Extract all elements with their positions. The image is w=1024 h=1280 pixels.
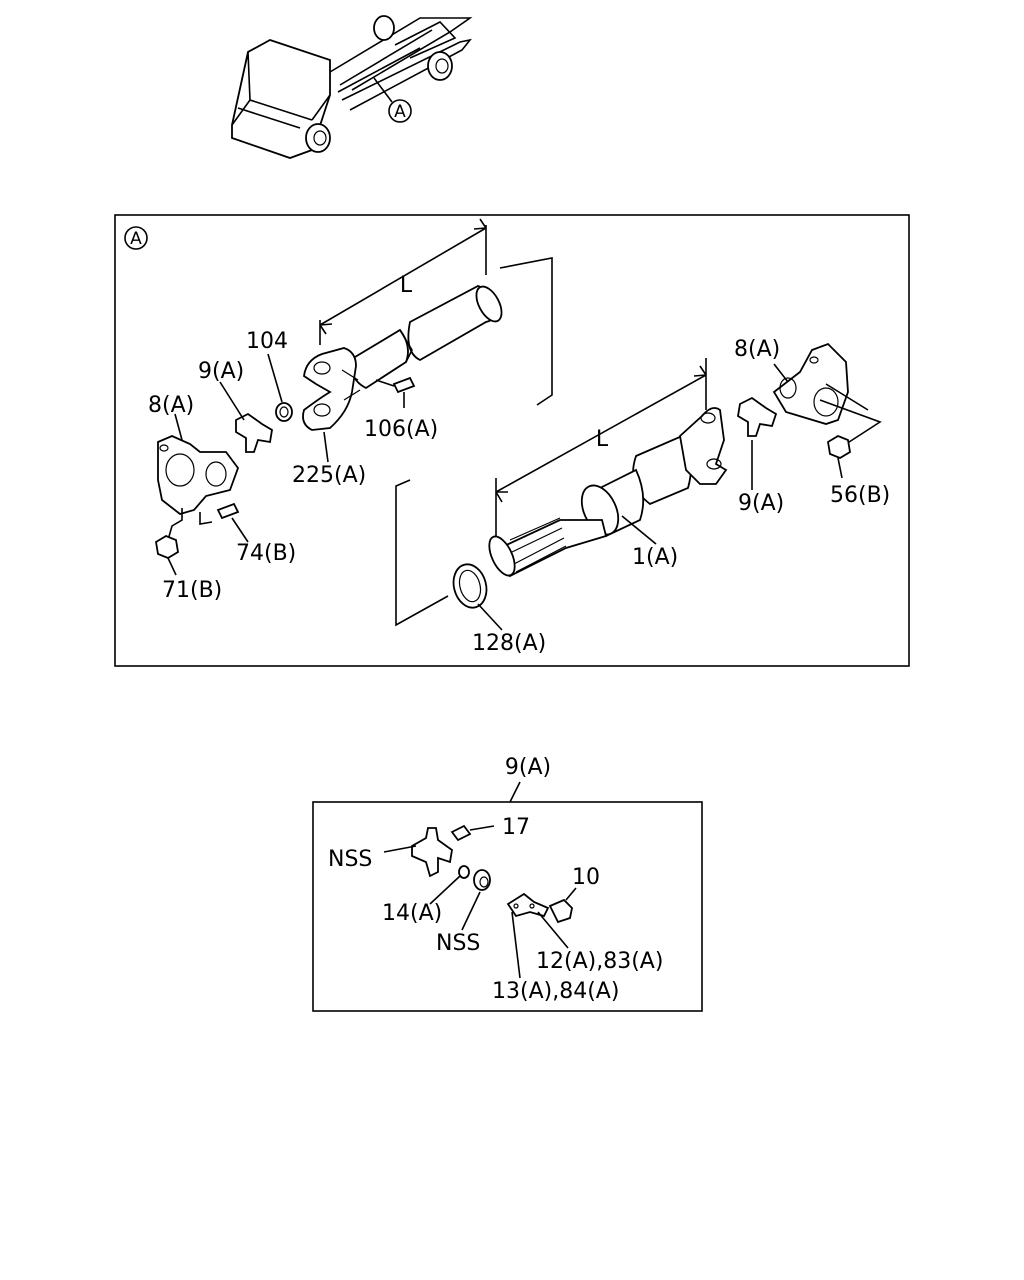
truck-callout-label: A [394,102,406,122]
upper-dimension-label: L [400,273,413,298]
label-17: 17 [502,815,530,840]
lower-driveshaft: L [395,358,728,627]
label-104: 104 [246,329,288,354]
detail-9a: 9(A) 17 NSS 10 14(A [312,755,703,1012]
left-spider-assembly [235,402,293,453]
part-labels-detail: 17 NSS 10 14(A) NSS 12(A),83(A) 13(A),84… [328,815,663,1004]
part-labels-panel-a: 104 9(A) 8(A) 106(A) 225(A) 74(B) 71(B) … [148,329,890,656]
leader-lines-panel-a [167,353,843,631]
lower-dimension-label: L [596,427,609,452]
upper-driveshaft-tube [302,285,503,431]
label-10: 10 [572,865,600,890]
label-nss-top: NSS [328,847,372,872]
label-128a: 128(A) [472,631,546,656]
label-9a-right: 9(A) [738,491,784,516]
label-225a: 225(A) [292,463,366,488]
detail-frame [312,801,703,1012]
panel-a: A L [114,214,910,667]
label-106a: 106(A) [364,417,438,442]
label-1a: 1(A) [632,545,678,570]
panel-a-marker: A [130,229,142,249]
label-nss-bottom: NSS [436,931,480,956]
upper-dimension: L [319,218,553,406]
panel-a-frame [114,214,910,667]
label-12a-83a: 12(A),83(A) [536,949,663,974]
label-8a-left: 8(A) [148,393,194,418]
label-74b: 74(B) [236,541,296,566]
leader-lines-detail [383,825,577,979]
label-8a-right: 8(A) [734,337,780,362]
label-14a: 14(A) [382,901,442,926]
label-13a-84a: 13(A),84(A) [492,979,619,1004]
left-flange [155,435,240,560]
label-56b: 56(B) [830,483,890,508]
label-71b: 71(B) [162,578,222,603]
truck-overview: A [231,15,473,159]
label-9a-left: 9(A) [198,359,244,384]
right-assembly [737,342,882,460]
detail-title: 9(A) [505,755,551,780]
